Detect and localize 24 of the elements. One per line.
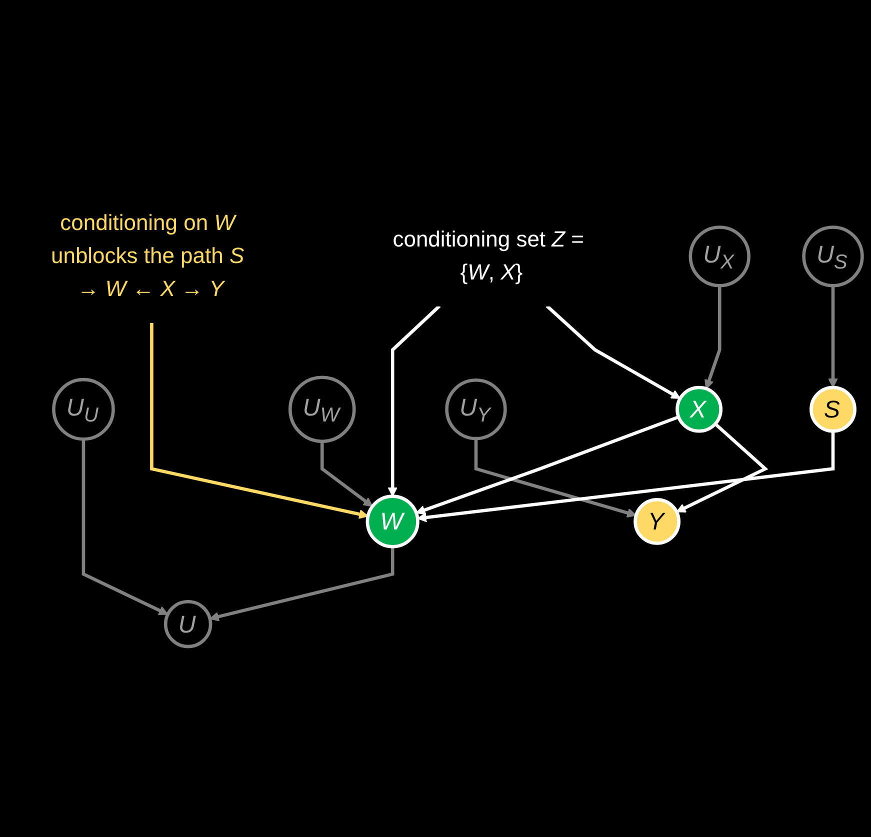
arrow — [150, 322, 368, 519]
node-circle: U$_{W}$ — [288, 376, 356, 443]
node-circle: U$_{S}$ — [802, 226, 864, 288]
node-circle: U$_{Y}$ — [445, 378, 507, 440]
node-text: conditioning set Z = {W, X} — [392, 228, 584, 285]
arrow — [474, 438, 637, 518]
node-circle: Y — [634, 498, 681, 545]
arrow — [704, 286, 722, 390]
node-circle: U — [164, 600, 212, 648]
node-circle: U$_{U}$ — [52, 378, 115, 441]
arrow — [828, 286, 838, 388]
arrow — [676, 422, 768, 512]
node-circle: X — [676, 386, 723, 433]
arrow — [546, 304, 681, 399]
arrow — [417, 431, 835, 522]
node-circle: S — [810, 386, 856, 433]
arrow — [209, 546, 394, 622]
arrow — [82, 439, 168, 615]
node-text: conditioning on W unblocks the path S → W ← X → Y — [50, 211, 244, 302]
arrow — [388, 304, 441, 497]
arrow — [320, 441, 373, 507]
arrow — [416, 415, 680, 515]
node-circle: W — [366, 494, 420, 548]
node-circle: U$_{X}$ — [688, 226, 750, 288]
